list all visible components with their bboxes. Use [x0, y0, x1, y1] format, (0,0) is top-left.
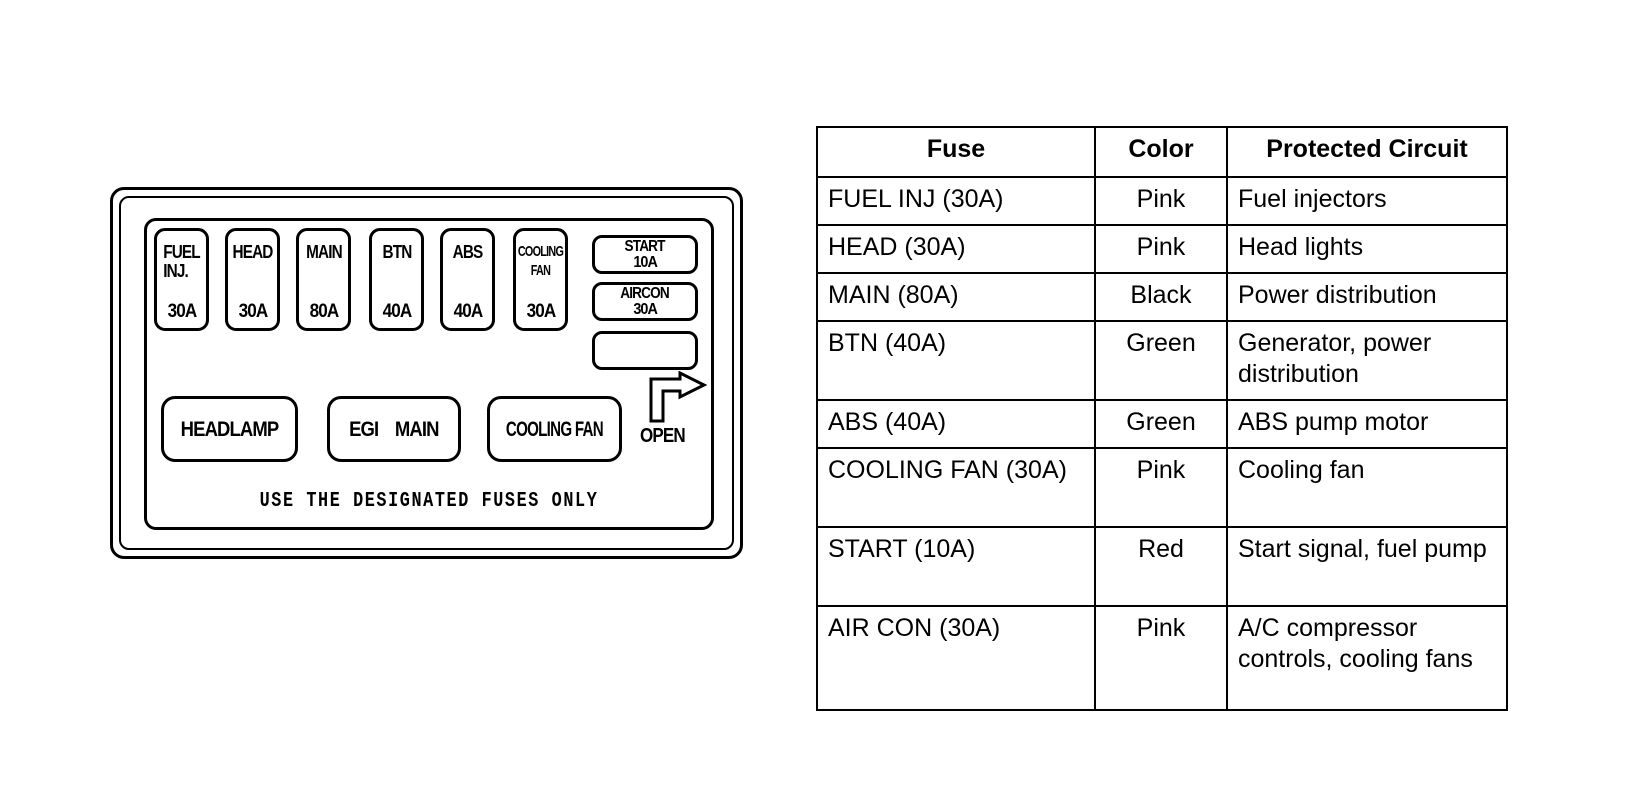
cell-circuit: Start signal, fuel pump	[1226, 526, 1508, 607]
fuse-cooling-fan-small: COOLING FAN 30A	[513, 228, 568, 331]
fuse-box-diagram: FUEL INJ. 30A HEAD 30A MAIN 80A BTN 40A …	[0, 0, 760, 790]
cell-fuse: ABS (40A)	[816, 399, 1096, 449]
fuse-label: BTN	[382, 242, 412, 262]
cell-color: Green	[1094, 399, 1228, 449]
cell-fuse: BTN (40A)	[816, 320, 1096, 401]
cell-circuit: Generator, power distribution	[1226, 320, 1508, 401]
cell-circuit: ABS pump motor	[1226, 399, 1508, 449]
cell-fuse: START (10A)	[816, 526, 1096, 607]
fuse-rating: 30A	[633, 300, 658, 318]
open-arrow-icon	[649, 371, 708, 423]
fuse-fuel-inj: FUEL INJ. 30A	[154, 228, 209, 331]
table-row: AIR CON (30A) Pink A/C compressor contro…	[816, 605, 1508, 711]
fuse-box-inner-frame	[144, 218, 714, 530]
fuse-rating: 30A	[238, 301, 268, 322]
cell-fuse: FUEL INJ (30A)	[816, 176, 1096, 226]
fuse-label: MAIN	[305, 242, 343, 262]
fuse-label: START	[624, 237, 666, 255]
cell-fuse: MAIN (80A)	[816, 272, 1096, 322]
cell-color: Red	[1094, 526, 1228, 607]
fuse-cooling-fan: COOLING FAN	[487, 396, 622, 462]
table-header-row: Fuse Color Protected Circuit	[816, 126, 1508, 178]
cell-fuse: AIR CON (30A)	[816, 605, 1096, 711]
fuse-rating: 30A	[167, 301, 197, 322]
cell-fuse: HEAD (30A)	[816, 224, 1096, 274]
header-fuse: Fuse	[816, 126, 1096, 178]
fuse-label: COOLING FAN	[517, 243, 564, 279]
fuse-rating: 30A	[526, 301, 556, 322]
table-row: COOLING FAN (30A) Pink Cooling fan	[816, 447, 1508, 528]
cell-color: Pink	[1094, 447, 1228, 528]
cell-circuit: Power distribution	[1226, 272, 1508, 322]
fuse-btn: BTN 40A	[369, 228, 424, 331]
header-color: Color	[1094, 126, 1228, 178]
fuse-abs: ABS 40A	[440, 228, 495, 331]
fuse-rating: 80A	[309, 301, 339, 322]
open-label: OPEN	[640, 425, 686, 447]
fuse-headlamp: HEADLAMP	[161, 396, 298, 462]
table-row: HEAD (30A) Pink Head lights	[816, 224, 1508, 274]
header-protected-circuit: Protected Circuit	[1226, 126, 1508, 178]
table-row: BTN (40A) Green Generator, power distrib…	[816, 320, 1508, 401]
fuse-label: EGI MAIN	[349, 417, 439, 441]
cell-color: Green	[1094, 320, 1228, 401]
fuse-label: HEAD	[232, 242, 274, 262]
cell-color: Black	[1094, 272, 1228, 322]
table-row: MAIN (80A) Black Power distribution	[816, 272, 1508, 322]
table-row: ABS (40A) Green ABS pump motor	[816, 399, 1508, 449]
cell-circuit: Fuel injectors	[1226, 176, 1508, 226]
fuse-egi-main: EGI MAIN	[327, 396, 461, 462]
fuse-empty-slot	[592, 331, 698, 370]
fuse-label: HEADLAMP	[180, 417, 280, 441]
table-row: START (10A) Red Start signal, fuel pump	[816, 526, 1508, 607]
cell-circuit: Cooling fan	[1226, 447, 1508, 528]
cell-fuse: COOLING FAN (30A)	[816, 447, 1096, 528]
fuse-table: Fuse Color Protected Circuit FUEL INJ (3…	[816, 126, 1508, 711]
fuse-box-outer-frame	[110, 187, 743, 559]
cell-color: Pink	[1094, 176, 1228, 226]
fuse-rating: 40A	[382, 301, 412, 322]
cell-circuit: Head lights	[1226, 224, 1508, 274]
fuse-rating: 10A	[633, 253, 658, 271]
fuse-main: MAIN 80A	[296, 228, 351, 331]
fuse-head: HEAD 30A	[225, 228, 280, 331]
fuse-box-mid-frame	[119, 196, 734, 550]
fuse-aircon: AIRCON 30A	[592, 282, 698, 321]
table-row: FUEL INJ (30A) Pink Fuel injectors	[816, 176, 1508, 226]
fuse-label: FUEL INJ.	[163, 242, 200, 281]
cell-circuit: A/C compressor controls, cooling fans	[1226, 605, 1508, 711]
fuse-start: START 10A	[592, 235, 698, 274]
cell-color: Pink	[1094, 224, 1228, 274]
fuse-label: ABS	[452, 242, 484, 262]
fuse-rating: 40A	[453, 301, 483, 322]
fuse-label: COOLING FAN	[505, 417, 604, 441]
fuse-notice: USE THE DESIGNATED FUSES ONLY	[259, 490, 599, 513]
cell-color: Pink	[1094, 605, 1228, 711]
fuse-label: AIRCON	[620, 284, 670, 302]
